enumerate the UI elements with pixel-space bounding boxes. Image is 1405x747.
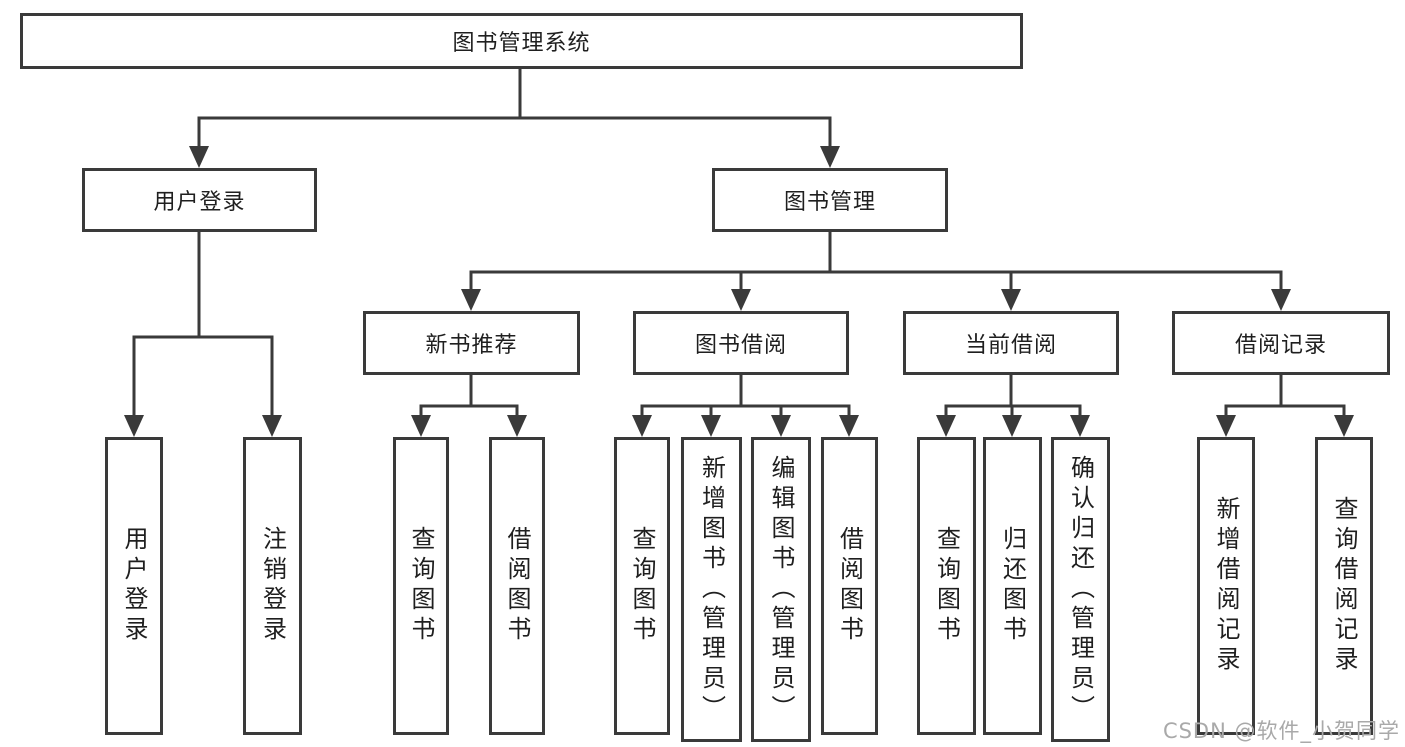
- node-new-book-recommend: 新书推荐: [363, 311, 580, 375]
- node-user-login: 用户登录: [82, 168, 317, 232]
- node-book-borrow: 图书借阅: [633, 311, 849, 375]
- connector-book-borrow-to-leaves: [632, 373, 859, 437]
- leaf-return-book-label: 归还图书: [998, 526, 1027, 646]
- connector-borrow-records-to-leaves: [1216, 373, 1354, 437]
- node-root-label: 图书管理系统: [452, 31, 591, 56]
- leaf-add-borrow-record: 新增借阅记录: [1197, 437, 1255, 735]
- node-book-management-label: 图书管理: [783, 190, 876, 215]
- leaf-borrow-books: 借阅图书: [821, 437, 878, 735]
- leaf-edit-book-admin: 编辑图书（管理员）: [751, 437, 811, 742]
- leaf-query-borrow-record-label: 查询借阅记录: [1330, 496, 1358, 676]
- leaf-return-book: 归还图书: [983, 437, 1042, 735]
- leaf-query-books-current: 查询图书: [917, 437, 976, 735]
- leaf-add-book-admin-label: 新增图书（管理员）: [697, 454, 726, 725]
- connector-user-login-to-leaves: [124, 230, 282, 437]
- leaf-query-books-borrow: 查询图书: [614, 437, 670, 735]
- node-current-borrow: 当前借阅: [903, 311, 1119, 375]
- leaf-query-books-recommend-label: 查询图书: [407, 526, 435, 646]
- node-current-borrow-label: 当前借阅: [964, 333, 1057, 358]
- leaf-add-book-admin: 新增图书（管理员）: [681, 437, 742, 742]
- leaf-borrow-books-recommend-label: 借阅图书: [503, 526, 531, 646]
- connector-book-management-to-level3: [461, 230, 1291, 311]
- csdn-watermark: CSDN @软件_小贺同学: [1162, 719, 1400, 743]
- leaf-borrow-books-recommend: 借阅图书: [489, 437, 545, 735]
- node-user-login-label: 用户登录: [153, 190, 246, 215]
- leaf-query-books-current-label: 查询图书: [932, 526, 961, 646]
- node-book-management: 图书管理: [712, 168, 948, 232]
- node-root: 图书管理系统: [20, 13, 1023, 69]
- leaf-logout: 注销登录: [243, 437, 302, 735]
- connector-current-borrow-to-leaves: [936, 373, 1090, 437]
- leaf-borrow-books-label: 借阅图书: [835, 526, 864, 646]
- node-book-borrow-label: 图书借阅: [694, 333, 787, 358]
- leaf-confirm-return-admin-label: 确认归还（管理员）: [1066, 454, 1095, 725]
- leaf-user-login-label: 用户登录: [120, 526, 148, 646]
- leaf-add-borrow-record-label: 新增借阅记录: [1212, 496, 1240, 676]
- node-new-book-recommend-label: 新书推荐: [425, 333, 518, 358]
- node-borrow-records-label: 借阅记录: [1234, 333, 1327, 358]
- leaf-edit-book-admin-label: 编辑图书（管理员）: [767, 454, 795, 725]
- connector-new-book-to-leaves: [411, 373, 527, 437]
- leaf-user-login: 用户登录: [105, 437, 163, 735]
- leaf-confirm-return-admin: 确认归还（管理员）: [1051, 437, 1110, 742]
- leaf-logout-label: 注销登录: [258, 526, 287, 646]
- connector-root-to-level2: [189, 67, 840, 168]
- node-borrow-records: 借阅记录: [1172, 311, 1390, 375]
- leaf-query-borrow-record: 查询借阅记录: [1315, 437, 1373, 735]
- leaf-query-books-recommend: 查询图书: [393, 437, 449, 735]
- leaf-query-books-borrow-label: 查询图书: [628, 526, 656, 646]
